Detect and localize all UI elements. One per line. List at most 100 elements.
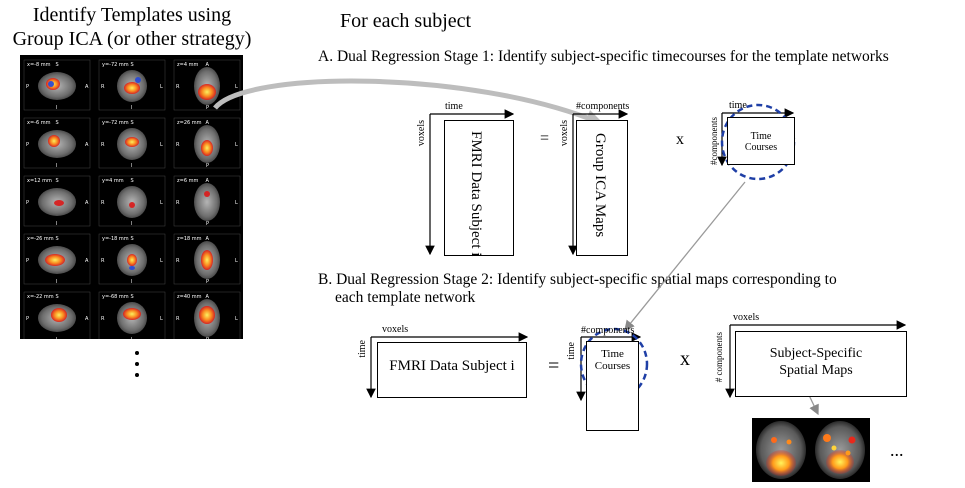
stage1-group-ica-label: Group ICA Maps xyxy=(592,133,608,238)
template-coordinate-label: z=4 mm xyxy=(177,62,198,68)
orientation-superior-label: S xyxy=(131,294,134,300)
orientation-left-side-label: R xyxy=(101,142,105,148)
stage2-fmri-data-matrix: FMRI Data Subject i xyxy=(377,342,527,398)
orientation-superior-label: S xyxy=(56,62,59,68)
orientation-right-side-label: L xyxy=(160,258,163,264)
continuation-dot xyxy=(135,362,139,366)
orientation-superior-label: A xyxy=(206,178,210,184)
orientation-left-side-label: R xyxy=(101,316,105,322)
stage1-to-stage2-arrow xyxy=(624,181,746,332)
template-brain-slice xyxy=(194,183,220,221)
template-coordinate-label: x=-26 mm xyxy=(27,236,54,242)
stage2-tc-time-label: time xyxy=(566,342,577,360)
orientation-left-side-label: R xyxy=(176,142,180,148)
template-activation xyxy=(201,250,213,270)
stage2-tc-label: Time Courses xyxy=(587,348,638,372)
template-activation xyxy=(48,81,54,87)
template-activation xyxy=(127,254,137,266)
orientation-right-side-label: L xyxy=(160,200,163,206)
orientation-superior-label: S xyxy=(56,236,59,242)
stage1-fmri-data-matrix: FMRI Data Subject i xyxy=(444,120,514,256)
orientation-superior-label: S xyxy=(131,62,134,68)
template-coordinate-label: y=-18 mm xyxy=(102,236,129,242)
continuation-dot xyxy=(135,351,139,355)
template-coordinate-label: x=-6 mm xyxy=(27,120,51,126)
stage1-tc-line2: Courses xyxy=(744,142,778,153)
template-coordinate-label: z=18 mm xyxy=(177,236,202,242)
stage2-ssm-line1: Subject-Specific xyxy=(769,346,863,361)
template-activation xyxy=(51,308,67,322)
template-coordinate-label: z=26 mm xyxy=(177,120,202,126)
orientation-inferior-label: P xyxy=(206,279,209,285)
orientation-superior-label: A xyxy=(206,62,210,68)
orientation-inferior-label: I xyxy=(131,163,132,169)
orientation-left-side-label: P xyxy=(26,200,29,206)
orientation-superior-label: A xyxy=(206,294,210,300)
orientation-superior-label: S xyxy=(131,120,134,126)
example-brains-svg xyxy=(756,421,865,479)
orientation-right-side-label: A xyxy=(85,316,89,322)
stage1-times: x xyxy=(676,131,684,148)
stage2-ssm-voxels-label: voxels xyxy=(733,312,760,323)
template-coordinate-label: z=40 mm xyxy=(177,294,202,300)
template-activation xyxy=(129,266,135,270)
template-coordinate-label: y=4 mm xyxy=(102,178,124,184)
template-coordinate-label: x=12 mm xyxy=(27,178,52,184)
orientation-left-side-label: R xyxy=(176,200,180,206)
orientation-right-side-label: L xyxy=(235,258,238,264)
example-brain-1-activation xyxy=(766,450,796,476)
stage2-voxels-label: voxels xyxy=(382,324,409,335)
stage2-ssm-line2: Spatial Maps xyxy=(779,363,853,378)
template-activation xyxy=(48,135,60,147)
stage2-equals: = xyxy=(548,355,560,377)
template-activation xyxy=(129,202,135,208)
templates-title: Identify Templates using Group ICA (or o… xyxy=(2,3,262,51)
orientation-inferior-label: I xyxy=(56,105,57,111)
stage2-tc-line2: Courses xyxy=(594,360,631,372)
orientation-inferior-label: I xyxy=(131,279,132,285)
orientation-inferior-label: P xyxy=(206,105,209,111)
stage1-title: A. Dual Regression Stage 1: Identify sub… xyxy=(318,48,889,65)
orientation-superior-label: S xyxy=(131,178,134,184)
orientation-inferior-label: I xyxy=(56,279,57,285)
orientation-superior-label: A xyxy=(206,120,210,126)
stage1-tc-label: Time Courses xyxy=(728,131,794,153)
stage2-spatial-maps-matrix: Subject-Specific Spatial Maps xyxy=(735,331,907,397)
stage1-time-label: time xyxy=(445,101,463,112)
orientation-inferior-label: P xyxy=(206,163,209,169)
example-brain-2-activation xyxy=(826,450,854,474)
orientation-superior-label: S xyxy=(56,294,59,300)
orientation-left-side-label: R xyxy=(176,258,180,264)
template-activation xyxy=(201,140,213,156)
template-activation xyxy=(54,200,64,206)
orientation-left-side-label: R xyxy=(101,200,105,206)
template-coordinate-label: z=6 mm xyxy=(177,178,198,184)
orientation-left-side-label: P xyxy=(26,258,29,264)
template-activation xyxy=(123,308,141,320)
template-activation xyxy=(45,254,65,266)
orientation-superior-label: A xyxy=(206,236,210,242)
stage2-fmri-data-label: FMRI Data Subject i xyxy=(389,358,515,374)
stage1-tc-components-label: #components xyxy=(709,117,719,165)
template-coordinate-label: y=-72 mm xyxy=(102,120,129,126)
orientation-right-side-label: A xyxy=(85,84,89,90)
orientation-left-side-label: R xyxy=(101,258,105,264)
orientation-superior-label: S xyxy=(131,236,134,242)
orientation-right-side-label: A xyxy=(85,258,89,264)
stage2-times: x xyxy=(680,348,690,370)
orientation-right-side-label: A xyxy=(85,200,89,206)
template-to-stage1-arrow xyxy=(213,78,599,125)
stage2-time-label: time xyxy=(357,340,368,358)
template-coordinate-label: x=-22 mm xyxy=(27,294,54,300)
stage1-voxels-label: voxels xyxy=(416,120,427,147)
